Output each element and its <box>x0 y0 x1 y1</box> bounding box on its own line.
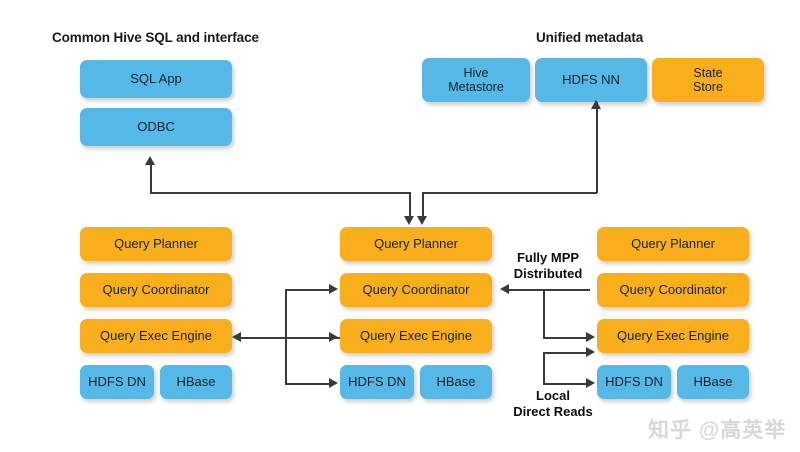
arrow-into-left-exec-engine <box>232 332 241 342</box>
connector-right-exec-in <box>543 337 590 339</box>
connector-odbc-horizontal <box>150 192 411 194</box>
connector-bus-lower <box>285 337 287 384</box>
left-node-hbase-label: HBase <box>176 373 216 389</box>
connector-center-down-right <box>422 192 424 218</box>
arrow-into-center-exec-engine <box>329 332 338 342</box>
connector-center-coordinator-in <box>285 289 333 291</box>
annotation-fully-mpp-line1: Fully MPP <box>516 250 580 265</box>
arrow-into-center-planner-right <box>417 216 427 225</box>
left-node-hdfs-dn-label: HDFS DN <box>88 373 146 389</box>
left-node-query-planner-label: Query Planner <box>114 235 198 251</box>
box-hive-metastore[interactable]: Hive Metastore <box>422 58 530 102</box>
arrow-into-center-hdfs-dn <box>329 378 338 388</box>
box-hive-metastore-label-line1: Hive <box>463 66 489 80</box>
connector-local-riser <box>543 352 545 384</box>
connector-hdfsnn-vertical <box>596 102 598 193</box>
right-node-query-coordinator[interactable]: Query Coordinator <box>597 273 749 307</box>
right-node-hbase[interactable]: HBase <box>677 365 749 399</box>
box-state-store[interactable]: State Store <box>652 58 764 102</box>
left-node-hbase[interactable]: HBase <box>160 365 232 399</box>
left-node-query-exec-engine-label: Query Exec Engine <box>99 327 212 343</box>
arrow-into-right-hdfs-dn <box>586 378 595 388</box>
right-node-hbase-label: HBase <box>693 373 733 389</box>
box-odbc-label: ODBC <box>137 118 175 134</box>
right-node-query-exec-engine[interactable]: Query Exec Engine <box>597 319 749 353</box>
center-node-query-exec-engine[interactable]: Query Exec Engine <box>340 319 492 353</box>
box-hdfs-nn-label: HDFS NN <box>562 71 620 87</box>
arrow-into-right-exec-engine-2 <box>586 347 595 357</box>
section-title-client: Common Hive SQL and interface <box>52 30 259 45</box>
section-title-metadata: Unified metadata <box>536 30 644 45</box>
annotation-local-direct-reads: Local Direct Reads <box>505 388 601 420</box>
box-odbc[interactable]: ODBC <box>80 108 232 146</box>
watermark: 知乎 @高英举 <box>648 419 787 442</box>
right-node-query-exec-engine-label: Query Exec Engine <box>616 327 729 343</box>
connector-center-exec-in <box>285 337 333 339</box>
connector-mpp-horizontal <box>508 289 590 291</box>
right-node-query-planner[interactable]: Query Planner <box>597 227 749 261</box>
center-node-query-exec-engine-label: Query Exec Engine <box>359 327 472 343</box>
right-node-query-coordinator-label: Query Coordinator <box>619 281 727 297</box>
right-node-hdfs-dn[interactable]: HDFS DN <box>597 365 671 399</box>
arrow-into-center-coordinator-mpp <box>500 284 509 294</box>
arrow-into-right-exec-engine <box>586 332 595 342</box>
box-hive-metastore-label-line2: Metastore <box>448 80 504 94</box>
box-sql-app-label: SQL App <box>130 70 182 86</box>
arrow-into-hdfs-nn <box>591 100 601 109</box>
right-node-query-planner-label: Query Planner <box>631 235 715 251</box>
connector-odbc-vertical <box>150 165 152 193</box>
left-node-query-planner[interactable]: Query Planner <box>80 227 232 261</box>
connector-hdfsnn-horizontal <box>422 192 597 194</box>
center-node-hdfs-dn[interactable]: HDFS DN <box>340 365 414 399</box>
connector-center-hdfsdn-in <box>285 383 333 385</box>
annotation-fully-mpp: Fully MPP Distributed <box>503 250 593 282</box>
left-node-query-exec-engine[interactable]: Query Exec Engine <box>80 319 232 353</box>
left-node-query-coordinator[interactable]: Query Coordinator <box>80 273 232 307</box>
box-state-store-label-line1: State <box>693 66 723 80</box>
arrow-into-center-planner-left <box>404 216 414 225</box>
connector-right-hdfsdn-in <box>543 383 590 385</box>
center-node-query-coordinator-label: Query Coordinator <box>362 281 470 297</box>
arrow-into-center-coordinator <box>329 284 338 294</box>
box-hdfs-nn[interactable]: HDFS NN <box>535 58 647 102</box>
left-node-query-coordinator-label: Query Coordinator <box>102 281 210 297</box>
center-node-query-planner-label: Query Planner <box>374 235 458 251</box>
center-node-hdfs-dn-label: HDFS DN <box>348 373 406 389</box>
connector-bus-upper <box>285 290 287 338</box>
arrow-into-odbc <box>145 156 155 165</box>
left-node-hdfs-dn[interactable]: HDFS DN <box>80 365 154 399</box>
box-sql-app[interactable]: SQL App <box>80 60 232 98</box>
connector-mpp-riser <box>543 289 545 337</box>
center-node-hbase[interactable]: HBase <box>420 365 492 399</box>
annotation-local-direct-reads-line2: Direct Reads <box>513 403 593 419</box>
center-node-query-planner[interactable]: Query Planner <box>340 227 492 261</box>
center-node-hbase-label: HBase <box>436 373 476 389</box>
annotation-fully-mpp-line2: Distributed <box>513 265 583 281</box>
right-node-hdfs-dn-label: HDFS DN <box>605 373 663 389</box>
box-state-store-label-line2: Store <box>693 80 723 94</box>
connector-right-exec-in-2 <box>543 352 590 354</box>
connector-center-down-left <box>409 192 411 218</box>
center-node-query-coordinator[interactable]: Query Coordinator <box>340 273 492 307</box>
annotation-local-direct-reads-line1: Local <box>536 388 570 403</box>
